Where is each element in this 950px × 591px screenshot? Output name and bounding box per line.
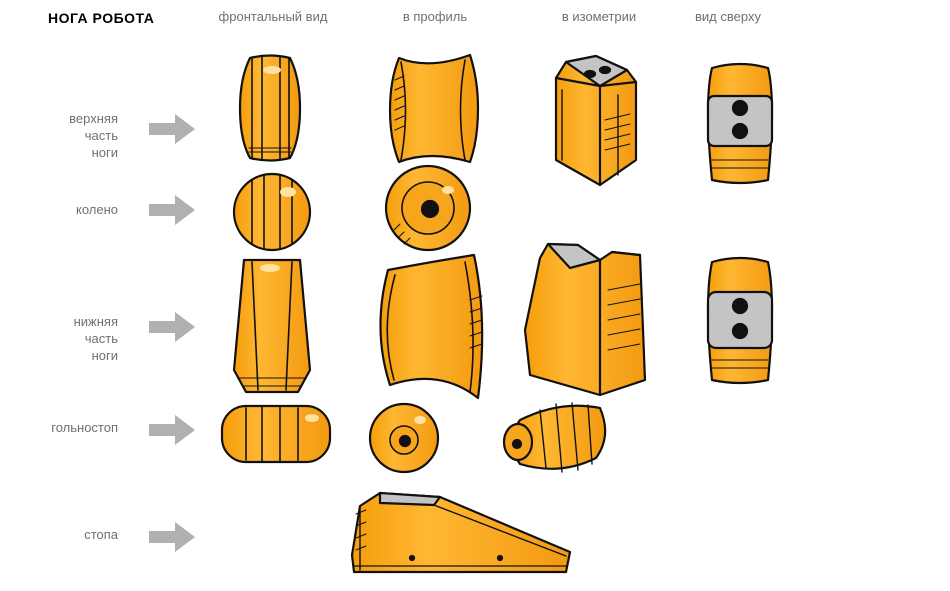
arrow-icon — [149, 195, 195, 225]
arrow-icon — [149, 312, 195, 342]
arrow-icon — [149, 415, 195, 445]
row-label-lower-leg: нижняя часть ноги — [73, 314, 118, 363]
ankle-front-view — [220, 404, 332, 464]
ankle-isometric-view — [502, 402, 607, 473]
row-label-foot: стопа — [84, 527, 118, 542]
knee-front-view — [232, 172, 312, 252]
arrow-icon — [149, 114, 195, 144]
upper-leg-profile-view — [388, 53, 480, 164]
row-label-knee: колено — [75, 202, 118, 217]
lower-leg-profile-view — [379, 253, 484, 400]
upper-leg-isometric-view — [554, 54, 638, 187]
page-title: НОГА РОБОТА — [48, 10, 155, 26]
column-header-isometric: в изометрии — [561, 9, 637, 24]
column-header-profile: в профиль — [402, 9, 468, 24]
column-header-top: вид сверху — [695, 9, 761, 24]
row-label-upper-leg: верхняя часть ноги — [69, 111, 118, 160]
row-label-ankle: гольностоп — [51, 420, 118, 435]
lower-leg-isometric-view — [523, 242, 647, 397]
upper-leg-front-view — [238, 54, 302, 162]
lower-leg-top-view — [706, 256, 774, 385]
knee-profile-view — [384, 164, 472, 252]
ankle-profile-view — [368, 402, 440, 474]
foot-side-view — [350, 491, 572, 574]
column-header-front: фронтальный вид — [218, 9, 328, 24]
upper-leg-top-view — [706, 62, 774, 185]
lower-leg-front-view — [232, 258, 312, 394]
arrow-icon — [149, 522, 195, 552]
